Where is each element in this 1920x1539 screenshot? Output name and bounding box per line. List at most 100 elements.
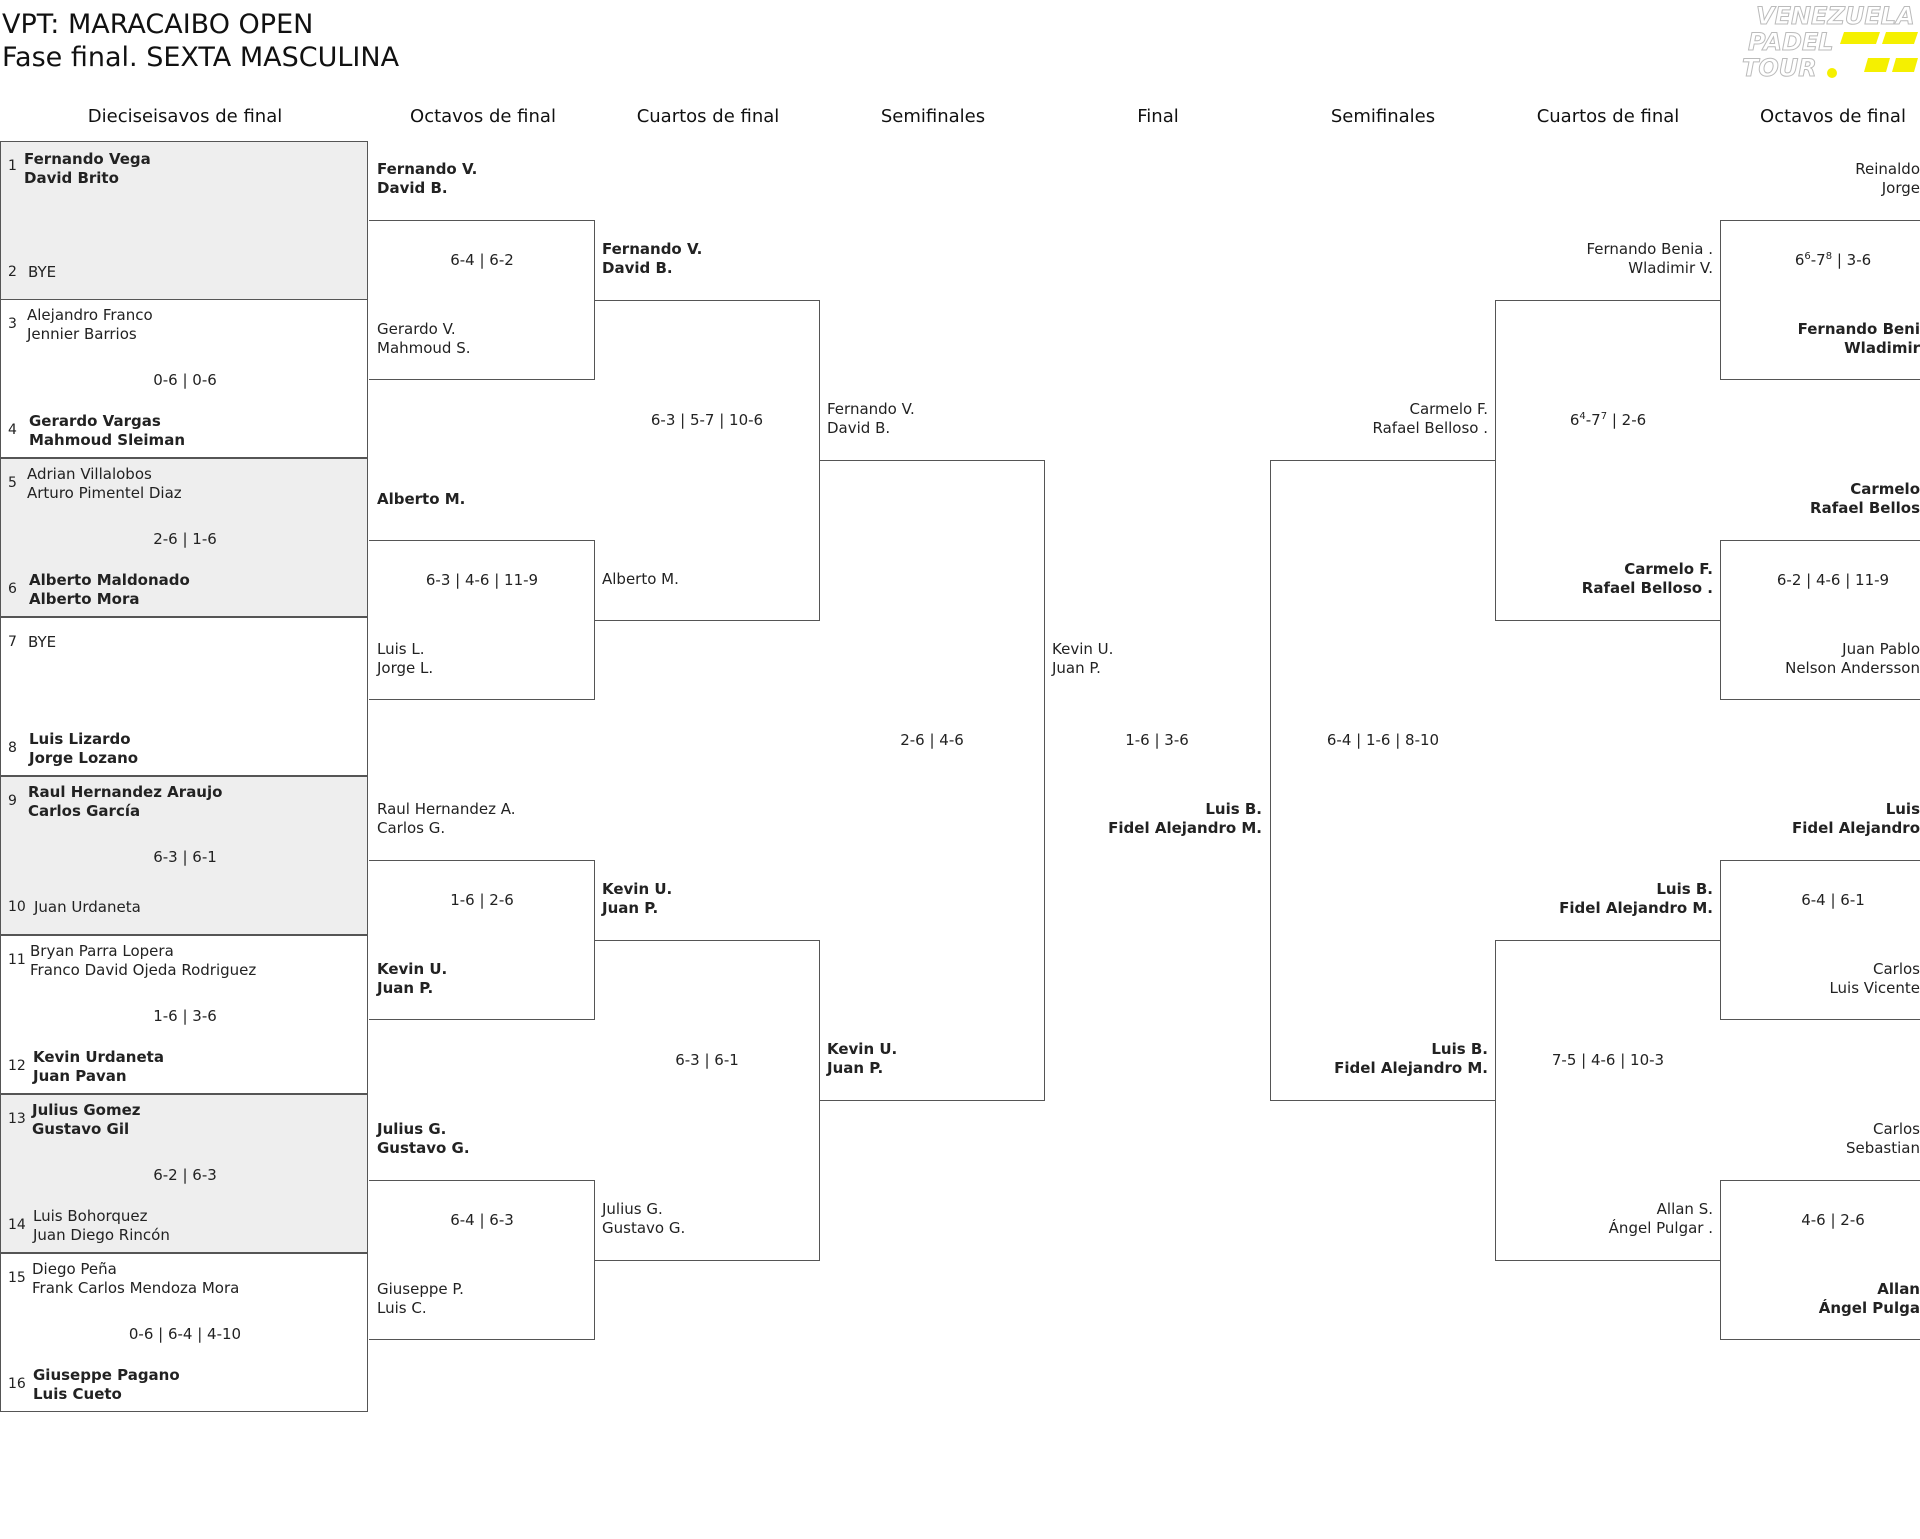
qf-right-score: 64-77 | 2-6 (1569, 411, 1647, 429)
r16-score: 6-3 | 4-6 | 11-9 (425, 571, 539, 589)
final-team-right: Luis B.Fidel Alejandro M. (1108, 800, 1262, 837)
qf-right-score: 7-5 | 4-6 | 10-3 (1551, 1051, 1665, 1069)
sf-right-team: Carmelo F.Rafael Belloso . (1372, 400, 1488, 437)
r16-team: Gerardo V.Mahmoud S. (377, 320, 471, 357)
seed-number: 16 (8, 1376, 26, 1392)
r16-score: 6-4 | 6-3 (450, 1211, 514, 1229)
seed-number: 1 (8, 158, 17, 174)
header-r16-left: Octavos de final (410, 106, 556, 127)
qf-right-team: Carmelo F.Rafael Belloso . (1581, 560, 1713, 597)
sf-right-team: Luis B.Fidel Alejandro M. (1334, 1040, 1488, 1077)
r16-team: Kevin U.Juan P. (377, 960, 448, 997)
header-r16-right: Octavos de final (1760, 106, 1906, 127)
page-title: VPT: MARACAIBO OPEN Fase final. SEXTA MA… (2, 8, 399, 74)
header-r32-left: Dieciseisavos de final (87, 106, 283, 127)
r16-right-bracket-3 (1720, 860, 1920, 1020)
seed-number: 15 (8, 1270, 26, 1286)
match-score: 0-6 | 6-4 | 4-10 (128, 1325, 242, 1343)
seed-number: 11 (8, 952, 26, 968)
svg-text:TOUR: TOUR (1742, 54, 1817, 82)
header-final: Final (1137, 106, 1179, 127)
tournament-name: VPT: MARACAIBO OPEN (2, 9, 314, 40)
seed-number: 9 (8, 793, 17, 809)
header-qf-right: Cuartos de final (1536, 106, 1680, 127)
match-score: 6-2 | 6-3 (153, 1166, 217, 1184)
qf-team: Julius G.Gustavo G. (602, 1200, 686, 1237)
qf-team: Kevin U.Juan P. (602, 880, 673, 917)
sf-left-team: Kevin U.Juan P. (827, 1040, 898, 1077)
seed-number: 12 (8, 1058, 26, 1074)
r16-score: 6-4 | 6-2 (450, 251, 514, 269)
team-b: Juan Urdaneta (34, 898, 141, 916)
draw-name: Fase final. SEXTA MASCULINA (2, 42, 400, 73)
team-a: BYE (28, 633, 57, 651)
final-team-left: Kevin U.Juan P. (1052, 640, 1114, 677)
team-b: BYE (28, 263, 57, 281)
match-score: 2-6 | 1-6 (153, 530, 217, 548)
match-score: 1-6 | 3-6 (153, 1007, 217, 1025)
qf-team: Alberto M. (602, 570, 679, 588)
match-score: 0-6 | 0-6 (153, 371, 217, 389)
seed-number: 13 (8, 1111, 26, 1127)
r16-score: 1-6 | 2-6 (450, 891, 514, 909)
seed-number: 8 (8, 740, 17, 756)
seed-number: 5 (8, 475, 17, 491)
r16-right-score: 6-2 | 4-6 | 11-9 (1776, 571, 1890, 589)
r16-team: Julius G.Gustavo G. (377, 1120, 470, 1157)
qf-right-team: Fernando Benia .Wladimir V. (1586, 240, 1713, 277)
sf-left-team: Fernando V.David B. (827, 400, 915, 437)
header-sf-right: Semifinales (1330, 106, 1436, 127)
final-score: 1-6 | 3-6 (1125, 731, 1189, 749)
r16-team: Fernando V.David B. (377, 160, 478, 197)
seed-number: 7 (8, 634, 17, 650)
r16-right-bracket-1 (1720, 220, 1920, 380)
r16-right-score: 66-78 | 3-6 (1794, 251, 1872, 269)
r16-team: Luis L.Jorge L. (377, 640, 434, 677)
svg-text:VENEZUELA: VENEZUELA (1756, 2, 1915, 30)
sf-left-score: 2-6 | 4-6 (900, 731, 964, 749)
r16-right-bracket-2 (1720, 540, 1920, 700)
r16-team: Raul Hernandez A.Carlos G. (377, 800, 516, 837)
seed-number: 6 (8, 581, 17, 597)
qf-score: 6-3 | 5-7 | 10-6 (650, 411, 764, 429)
header-sf-left: Semifinales (880, 106, 986, 127)
seed-number: 14 (8, 1217, 26, 1233)
qf-score: 6-3 | 6-1 (675, 1051, 739, 1069)
qf-right-bracket-1 (1495, 300, 1721, 621)
svg-text:PADEL: PADEL (1748, 28, 1834, 56)
qf-right-bracket-2 (1495, 940, 1721, 1261)
r16-right-bracket-4 (1720, 1180, 1920, 1340)
r16-right-score: 6-4 | 6-1 (1801, 891, 1865, 909)
header-qf-left: Cuartos de final (636, 106, 780, 127)
seed-number: 4 (8, 422, 17, 438)
sf-right-score: 6-4 | 1-6 | 8-10 (1326, 731, 1440, 749)
sf-right-bracket (1270, 460, 1496, 1101)
venezuela-padel-tour-logo: VENEZUELA PADEL TOUR (1740, 2, 1920, 83)
r16-team: Alberto M. (377, 490, 466, 508)
seed-number: 3 (8, 316, 17, 332)
